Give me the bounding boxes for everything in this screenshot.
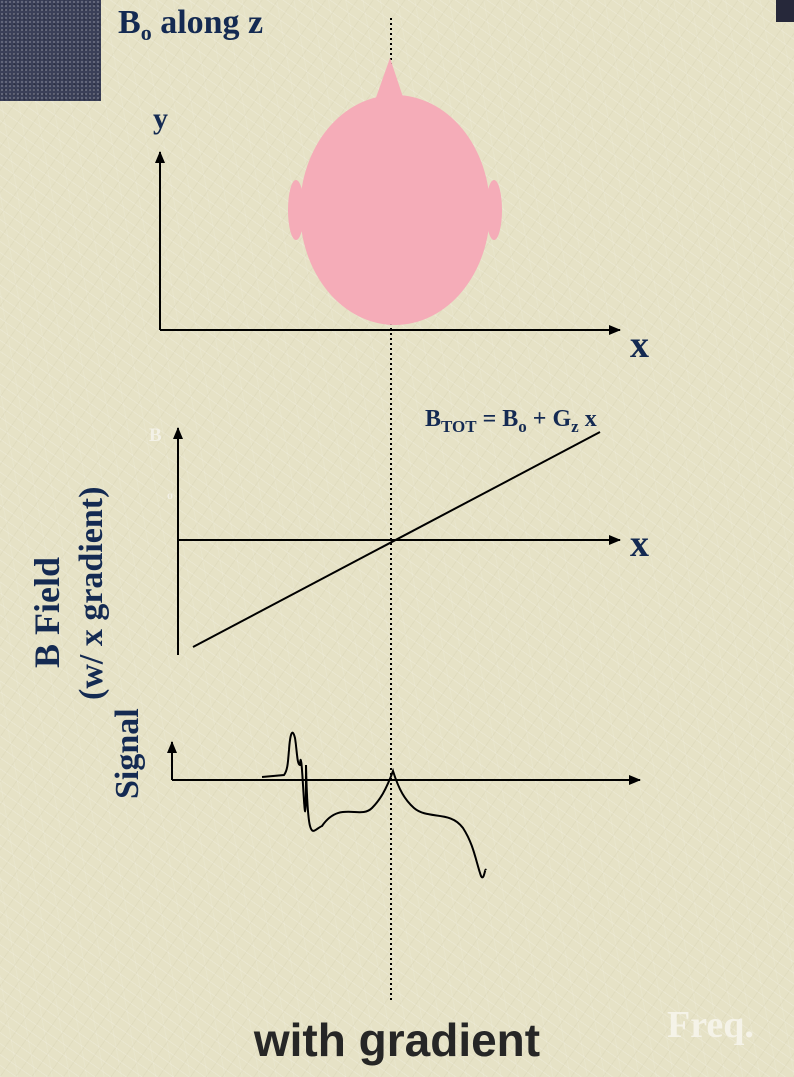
middle-x-axis-label: x — [630, 523, 649, 565]
title-bo-along-z: Bo along z — [118, 4, 264, 45]
b-field-label: B Field — [27, 556, 67, 668]
gradient-equation: BTOT = Bo + Gz x — [425, 406, 597, 436]
signal-curve — [261, 731, 487, 879]
freq-axis-label: Freq. — [667, 1004, 754, 1046]
head-right-ear — [486, 180, 502, 240]
top-x-axis-label: x — [630, 324, 649, 366]
middle-y-axis-b-label: B — [149, 425, 162, 446]
head-oval — [300, 95, 490, 325]
head-nose — [373, 58, 406, 106]
corner-bar — [776, 0, 794, 22]
corner-decoration — [0, 0, 101, 101]
gradient-line — [192, 431, 601, 648]
caption-with-gradient: with gradient — [253, 1014, 541, 1066]
signal-label: Signal — [109, 708, 146, 799]
head-shape — [288, 58, 502, 325]
middle-y-axis-o-label: o — [167, 488, 173, 502]
w-gradient-label: (w/ x gradient) — [73, 486, 110, 700]
head-left-ear — [288, 180, 304, 240]
top-y-axis-label: y — [153, 102, 168, 135]
